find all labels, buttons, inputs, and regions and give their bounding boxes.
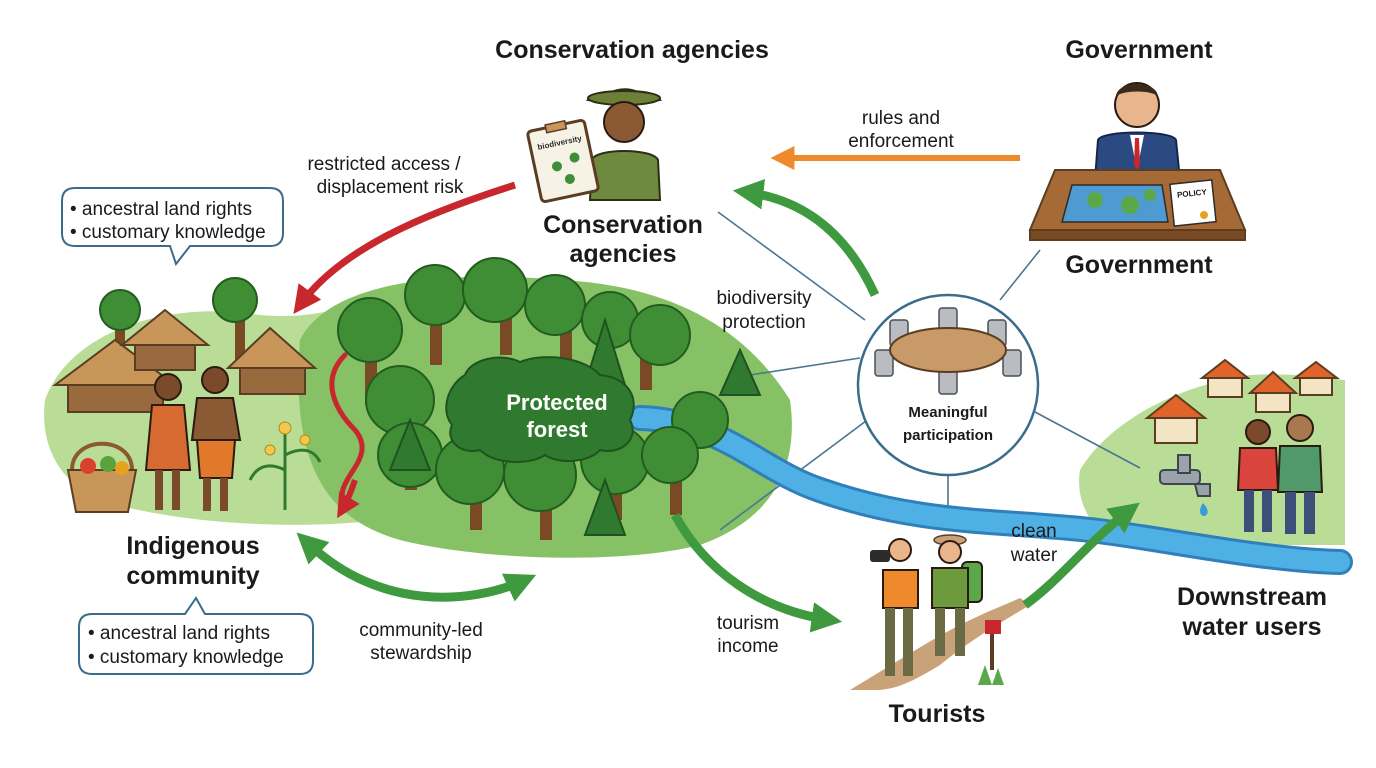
downstream-label-line1: Downstream — [1177, 583, 1327, 611]
stewardship-label-line1: community-led — [359, 620, 483, 641]
government-label: Government — [1065, 251, 1213, 279]
rules-label-line2: enforcement — [848, 131, 954, 152]
stewardship-arrow — [296, 532, 537, 602]
government-desk: POLICY — [1028, 169, 1247, 241]
policy-doc-label: POLICY — [1177, 187, 1208, 199]
clean-water-label-line2: water — [1010, 545, 1058, 566]
indigenous-couple — [144, 366, 242, 511]
bubble-top-line2: • customary knowledge — [70, 222, 266, 243]
biodiversity-clipboard: biodiversity — [526, 119, 600, 203]
bubble-bottom: • ancestral land rights • customary know… — [78, 596, 314, 675]
water-tap — [1159, 454, 1211, 516]
downstream-label-line2: water users — [1182, 613, 1322, 641]
tourism-label-line2: income — [717, 636, 778, 657]
tourism-label-line1: tourism — [717, 613, 779, 634]
biodiversity-arrow — [732, 179, 880, 297]
tourism-income-arrow — [671, 512, 843, 633]
biodiversity-label-line2: protection — [722, 312, 805, 333]
clean-water-arrow — [1022, 502, 1140, 609]
protected-forest — [99, 257, 762, 540]
forest-label-line2: forest — [526, 417, 588, 442]
bubble-top: • ancestral land rights • customary know… — [61, 187, 284, 267]
downstream-residents — [1236, 414, 1324, 534]
downstream-land — [1079, 374, 1345, 545]
clean-water-label-line1: clean — [1011, 521, 1056, 542]
bubble-bottom-line2: • customary knowledge — [88, 647, 284, 668]
conservation-officer — [585, 88, 663, 201]
restricted-access-arrow-lower — [337, 479, 360, 519]
conservation-label-line2: agencies — [569, 240, 676, 268]
food-basket — [66, 441, 138, 513]
tourists-figures — [870, 534, 983, 676]
conservation-label-line1: Conservation — [543, 211, 703, 239]
rules-label-line1: rules and — [862, 108, 940, 129]
hub-label-line1: Meaningful — [908, 404, 987, 421]
government-top-heading: Government — [1065, 36, 1213, 64]
flowering-plant — [248, 421, 322, 510]
restricted-label-line2: displacement risk — [317, 177, 464, 198]
participation-hub — [856, 293, 1040, 477]
bubble-top-line1: • ancestral land rights — [70, 199, 252, 220]
bubble-bottom-line1: • ancestral land rights — [88, 623, 270, 644]
stewardship-label-line2: stewardship — [370, 643, 471, 664]
hub-label-line2: participation — [903, 427, 993, 444]
government-official — [1093, 82, 1182, 181]
tourists-label: Tourists — [889, 700, 986, 728]
indigenous-label-line2: community — [126, 562, 259, 590]
restricted-label-line1: restricted access / — [307, 154, 461, 175]
downstream-houses — [1144, 358, 1340, 444]
red-stream — [329, 352, 365, 508]
indigenous-label-line1: Indigenous — [126, 532, 259, 560]
conservation-top-heading: Conservation agencies — [495, 36, 769, 64]
restricted-access-arrow — [293, 181, 517, 315]
forest-label-line1: Protected — [506, 390, 607, 415]
village-huts — [52, 308, 318, 413]
biodiversity-label-line1: biodiversity — [716, 288, 812, 309]
